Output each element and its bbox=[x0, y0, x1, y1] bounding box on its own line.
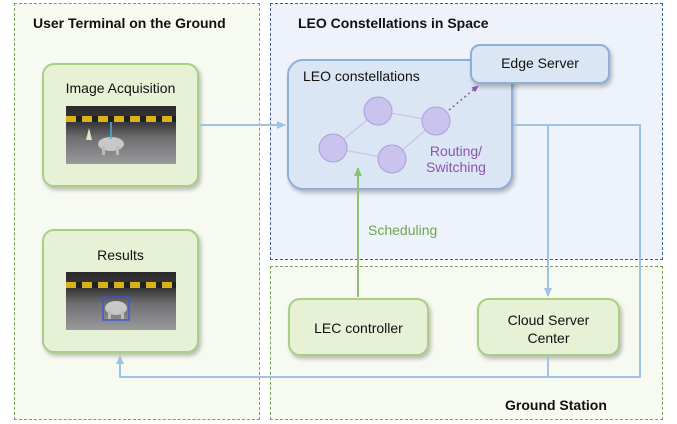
user-terminal-title: User Terminal on the Ground bbox=[33, 15, 226, 31]
cloud-server-label-line2: Center bbox=[527, 330, 570, 346]
image-acquisition-card: Image Acquisition bbox=[42, 63, 199, 187]
routing-switching-label: Routing/ Switching bbox=[420, 143, 492, 175]
lec-controller-label: LEC controller bbox=[314, 320, 403, 336]
leo-constellations-label: LEO constellations bbox=[303, 68, 420, 84]
routing-to-edge-link bbox=[448, 85, 479, 111]
results-photo bbox=[66, 272, 176, 330]
routing-label-line1: Routing/ bbox=[429, 143, 483, 159]
cloud-server-label-line1: Cloud Server bbox=[507, 312, 590, 328]
satellite-1 bbox=[363, 96, 393, 126]
image-acquisition-label: Image Acquisition bbox=[65, 80, 176, 96]
results-card: Results bbox=[42, 229, 199, 353]
satellite-3 bbox=[318, 133, 348, 163]
satellite-4 bbox=[377, 144, 407, 174]
acquisition-photo bbox=[66, 106, 176, 164]
satellite-2 bbox=[421, 106, 451, 136]
ground-station-title: Ground Station bbox=[505, 397, 607, 413]
routing-label-line2: Switching bbox=[426, 159, 486, 175]
edge-server-box bbox=[470, 44, 610, 84]
leo-to-cloud-arrow bbox=[513, 124, 552, 297]
scheduling-label: Scheduling bbox=[368, 222, 438, 238]
results-label: Results bbox=[97, 247, 144, 263]
cloud-server-box bbox=[477, 298, 620, 356]
lec-controller-box[interactable] bbox=[288, 298, 429, 356]
edge-server-label: Edge Server bbox=[501, 55, 579, 71]
loop-return-line bbox=[116, 124, 641, 378]
leo-space-title: LEO Constellations in Space bbox=[298, 15, 489, 31]
